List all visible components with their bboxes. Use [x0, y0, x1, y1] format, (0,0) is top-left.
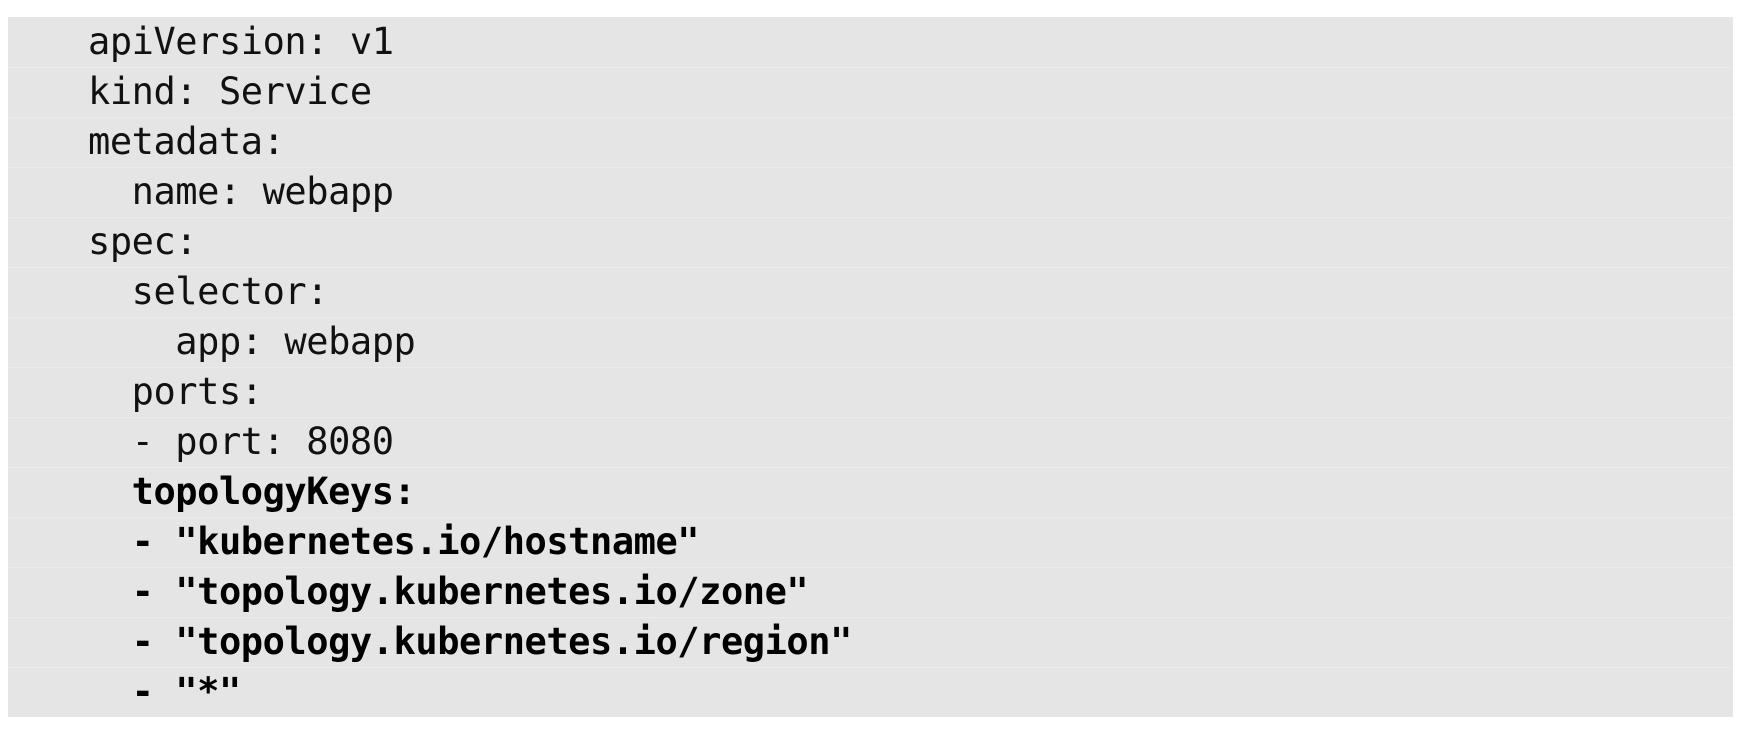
code-line: - "*"	[8, 667, 1733, 717]
code-line: ports:	[8, 367, 1733, 417]
code-line: - "kubernetes.io/hostname"	[8, 517, 1733, 567]
code-line: spec:	[8, 217, 1733, 267]
code-line: - port: 8080	[8, 417, 1733, 467]
code-line: metadata:	[8, 117, 1733, 167]
code-line: app: webapp	[8, 317, 1733, 367]
code-line: - "topology.kubernetes.io/zone"	[8, 567, 1733, 617]
code-line: selector:	[8, 267, 1733, 317]
code-line: kind: Service	[8, 67, 1733, 117]
code-line: - "topology.kubernetes.io/region"	[8, 617, 1733, 667]
code-line: apiVersion: v1	[8, 17, 1733, 67]
code-line: topologyKeys:	[8, 467, 1733, 517]
code-line: name: webapp	[8, 167, 1733, 217]
